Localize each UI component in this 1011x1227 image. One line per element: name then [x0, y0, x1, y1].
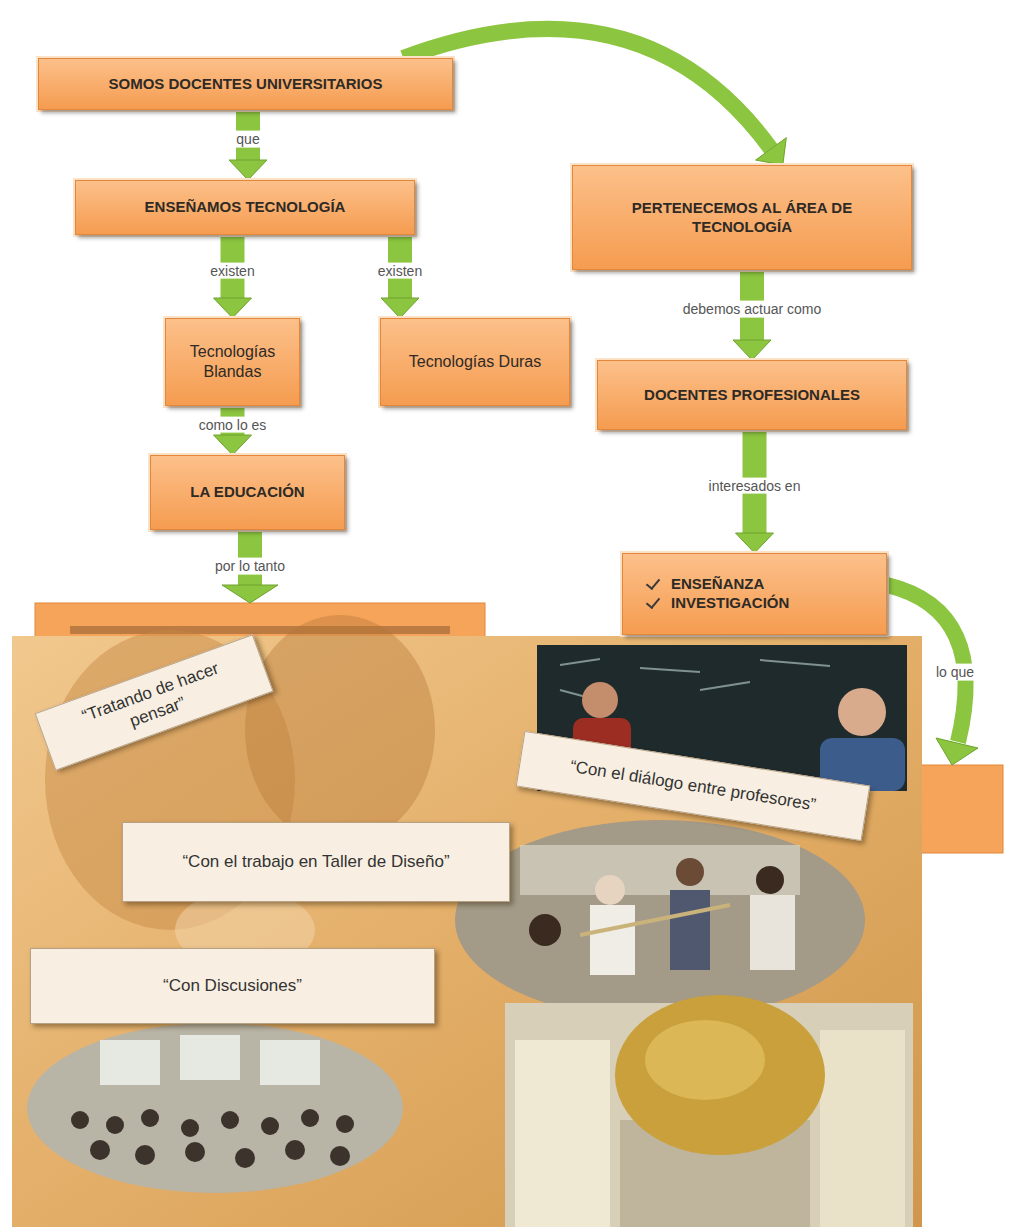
edge-label: existen	[206, 262, 258, 279]
concept-box: Tecnologías Blandas	[165, 318, 300, 406]
arrow-shaft	[403, 29, 771, 149]
person-head	[676, 858, 704, 886]
window-light	[520, 845, 800, 895]
collage-ground	[12, 636, 922, 1227]
node-text: “Tratando de hacer pensar”	[52, 648, 256, 757]
node-text: DOCENTES PROFESIONALES	[644, 386, 860, 405]
window	[180, 1035, 240, 1080]
model-stick	[580, 905, 730, 935]
checklist-item: ENSEÑANZA	[645, 575, 764, 594]
person-head	[582, 682, 618, 718]
model-panel	[515, 1040, 610, 1227]
edge-label: debemos actuar como	[679, 301, 826, 318]
quote-card: “Con el diálogo entre profesores”	[516, 731, 870, 841]
arrow-head	[756, 138, 787, 165]
arrow-head	[936, 738, 978, 765]
node-text: ENSEÑAMOS TECNOLOGÍA	[145, 198, 346, 217]
window	[260, 1040, 320, 1085]
concept-box: PERTENECEMOS AL ÁREA DE TECNOLOGÍA	[572, 165, 912, 270]
arrow-head	[214, 298, 252, 318]
person-head	[595, 875, 625, 905]
arrow-head	[736, 533, 774, 553]
arrow-head	[381, 298, 419, 318]
node-text: Tecnologías Blandas	[178, 342, 287, 382]
arrow-head	[214, 435, 252, 455]
concept-box: LA EDUCACIÓN	[150, 455, 345, 530]
node-text: “Con el diálogo entre profesores”	[569, 756, 818, 816]
node-text: PERTENECEMOS AL ÁREA DE TECNOLOGÍA	[585, 199, 899, 237]
node-text: “Con el trabajo en Taller de Diseño”	[182, 851, 449, 872]
edge-label: interesados en	[705, 477, 805, 494]
flow-label: lo que	[932, 664, 978, 681]
node-text: Tecnologías Duras	[409, 352, 542, 372]
gold-highlight	[645, 1020, 765, 1100]
person-head	[838, 688, 886, 736]
classroom-photo	[27, 1023, 403, 1193]
model-panel	[820, 1030, 905, 1227]
hidden-text-trace	[70, 626, 450, 634]
flow-arrow	[229, 110, 267, 180]
person-body	[750, 895, 795, 970]
window	[100, 1040, 160, 1085]
node-text: LA EDUCACIÓN	[190, 483, 304, 502]
arrow-head	[229, 160, 267, 180]
checklist-box: ENSEÑANZAINVESTIGACIÓN	[622, 553, 887, 635]
face-silhouette	[245, 615, 435, 845]
concept-box: Tecnologías Duras	[380, 318, 570, 406]
edge-label: como lo es	[195, 416, 271, 433]
edge-label: que	[232, 131, 263, 148]
person-body	[590, 905, 635, 975]
node-text: “Con Discusiones”	[163, 975, 302, 996]
person-body	[670, 890, 710, 970]
students	[71, 1109, 354, 1168]
person-head	[756, 866, 784, 894]
quote-card: “Con Discusiones”	[30, 948, 435, 1024]
concept-box: SOMOS DOCENTES UNIVERSITARIOS	[38, 58, 453, 110]
gold-model	[615, 995, 825, 1155]
arrow-head	[733, 340, 771, 360]
concept-box: DOCENTES PROFESIONALES	[597, 360, 907, 430]
workshop-photo	[455, 820, 865, 1020]
quote-card: “Tratando de hacer pensar”	[35, 634, 274, 770]
person-head	[529, 914, 561, 946]
flow-label: por lo tanto	[211, 558, 289, 575]
concept-box: ENSEÑAMOS TECNOLOGÍA	[75, 180, 415, 235]
quote-card: “Con el trabajo en Taller de Diseño”	[122, 822, 510, 902]
node-text: SOMOS DOCENTES UNIVERSITARIOS	[109, 75, 383, 94]
edge-label: existen	[374, 262, 426, 279]
flow-arrow	[403, 29, 786, 165]
arrow-head	[222, 585, 278, 603]
checklist-item: INVESTIGACIÓN	[645, 594, 789, 613]
